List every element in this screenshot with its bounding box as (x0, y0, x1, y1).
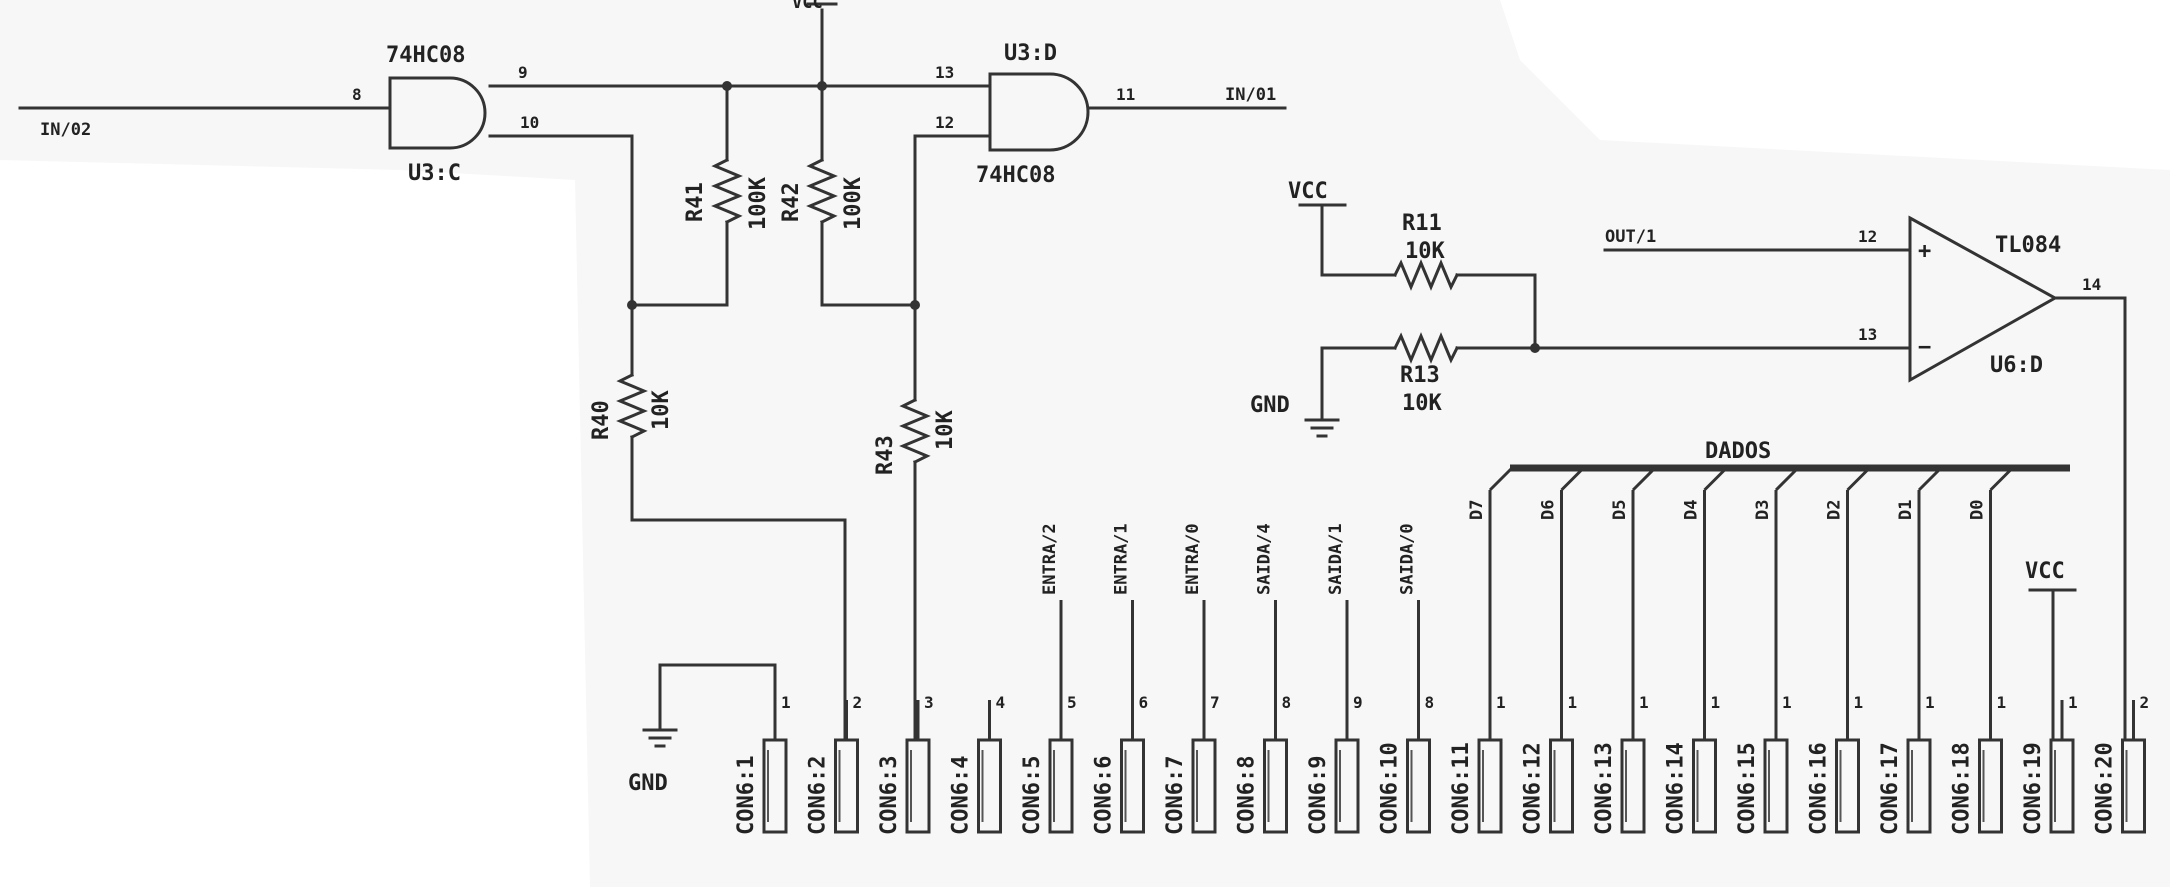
u3c-pin-10: 10 (520, 113, 539, 132)
and-gate-u3c (388, 76, 487, 150)
connector-pin-mark: 3 (924, 693, 934, 712)
data-line-label: D5 (1610, 500, 1630, 520)
connector-pin-mark: 6 (1139, 693, 1149, 712)
vcc-top-label: VCC (792, 0, 823, 13)
connector-name-label: CON6:6 (1092, 756, 1117, 835)
connector-name-label: CON6:9 (1306, 756, 1331, 835)
connector-name-label: CON6:4 (949, 756, 974, 835)
connector-pin-mark: 7 (1210, 693, 1220, 712)
r41-val: 100K (746, 176, 771, 230)
r40-ref: R40 (589, 400, 614, 440)
vcc-con-label: VCC (2025, 559, 2065, 584)
connector-name-label: CON6:2 (806, 756, 831, 835)
connector-name-label: CON6:15 (1735, 742, 1760, 835)
connector-name-label: CON6:5 (1020, 756, 1045, 835)
connector-pin-mark: 1 (1568, 693, 1578, 712)
u3d-pin-12: 12 (935, 113, 954, 132)
net-label-in01: IN/01 (1225, 85, 1276, 105)
connector-name-label: CON6:13 (1592, 742, 1617, 835)
connector-name-label: CON6:10 (1378, 742, 1403, 835)
connector-pin-mark: 1 (1997, 693, 2007, 712)
opamp-minus: − (1918, 335, 1931, 360)
connector-pin-mark: 2 (853, 693, 863, 712)
r42-val: 100K (841, 176, 866, 230)
r43-ref: R43 (873, 435, 898, 475)
data-line-label: D6 (1539, 500, 1559, 520)
connector-name-label: CON6:18 (1950, 742, 1975, 835)
gnd-r13-label: GND (1250, 393, 1290, 418)
data-line-label: D3 (1753, 500, 1773, 520)
u3d-part: 74HC08 (976, 163, 1055, 188)
signal-label: SAIDA/4 (1255, 523, 1275, 595)
u3c-part: 74HC08 (386, 43, 465, 68)
data-line-label: D0 (1968, 500, 1988, 520)
bus-label-dados: DADOS (1705, 439, 1771, 464)
connector-name-label: CON6:1 (734, 756, 759, 835)
u3c-ref: U3:C (408, 161, 461, 186)
connector-name-label: CON6:11 (1449, 742, 1474, 835)
r11-val: 10K (1405, 239, 1445, 264)
connector-name-label: CON6:12 (1521, 742, 1546, 835)
data-line-label: D2 (1825, 500, 1845, 520)
opamp-part: TL084 (1995, 233, 2061, 258)
signal-label: ENTRA/1 (1112, 523, 1132, 595)
opamp-pin-13: 13 (1858, 325, 1877, 344)
u3c-pin-9: 9 (518, 63, 528, 82)
connector-pin-mark: 1 (1925, 693, 1935, 712)
connector-pin-mark: 4 (996, 693, 1006, 712)
connector-pin-mark: 1 (1711, 693, 1721, 712)
connector-name-label: CON6:17 (1878, 742, 1903, 835)
gnd-con-label: GND (628, 771, 668, 796)
net-label-in02: IN/02 (40, 120, 91, 140)
data-line-label: D7 (1467, 500, 1487, 520)
r13-val: 10K (1402, 391, 1442, 416)
vcc-r11-label: VCC (1288, 179, 1328, 204)
connector-con6: 1CON6:12CON6:23CON6:34CON6:45CON6:56CON6… (734, 466, 2150, 835)
r40-val: 10K (649, 390, 674, 430)
r41-ref: R41 (683, 182, 708, 222)
connector-pin-mark: 1 (1639, 693, 1649, 712)
r11-ref: R11 (1402, 211, 1442, 236)
signal-label: ENTRA/0 (1183, 523, 1203, 595)
connector-pin-mark: 5 (1067, 693, 1077, 712)
opamp-ref: U6:D (1990, 353, 2043, 378)
u3c-pin-in: 8 (352, 85, 362, 104)
r13-ref: R13 (1400, 363, 1440, 388)
u3d-ref: U3:D (1004, 41, 1057, 66)
connector-name-label: CON6:3 (877, 756, 902, 835)
connector-pin-mark: 1 (1854, 693, 1864, 712)
net-label-out1: OUT/1 (1605, 227, 1656, 247)
connector-name-label: CON6:20 (2093, 742, 2118, 835)
connector-pin-mark: 2 (2140, 693, 2150, 712)
connector-pin-mark: 1 (2068, 693, 2078, 712)
connector-name-label: CON6:8 (1235, 756, 1260, 835)
r42-ref: R42 (779, 182, 804, 222)
connector-pin-mark: 1 (1496, 693, 1506, 712)
data-line-label: D1 (1896, 500, 1916, 520)
connector-name-label: CON6:16 (1807, 742, 1832, 835)
signal-label: SAIDA/0 (1398, 523, 1418, 595)
connector-pin-mark: 8 (1282, 693, 1292, 712)
and-gate-u3d (988, 72, 1090, 152)
r43-val: 10K (933, 410, 958, 450)
opamp-plus: + (1918, 239, 1931, 264)
connector-name-label: CON6:7 (1163, 756, 1188, 835)
u3d-pin-13: 13 (935, 63, 954, 82)
connector-name-label: CON6:19 (2021, 742, 2046, 835)
connector-pin-mark: 8 (1425, 693, 1435, 712)
opamp-pin-12: 12 (1858, 227, 1877, 246)
connector-pin-mark: 1 (1782, 693, 1792, 712)
opamp-pin-14: 14 (2082, 275, 2101, 294)
connector-pin-mark: 1 (781, 693, 791, 712)
signal-label: SAIDA/1 (1326, 523, 1346, 595)
data-line-label: D4 (1682, 500, 1702, 520)
u3d-pin-11: 11 (1116, 85, 1135, 104)
connector-pin-mark: 9 (1353, 693, 1363, 712)
signal-label: ENTRA/2 (1040, 523, 1060, 595)
opamp-u6d (1908, 215, 2059, 383)
connector-name-label: CON6:14 (1664, 742, 1689, 835)
